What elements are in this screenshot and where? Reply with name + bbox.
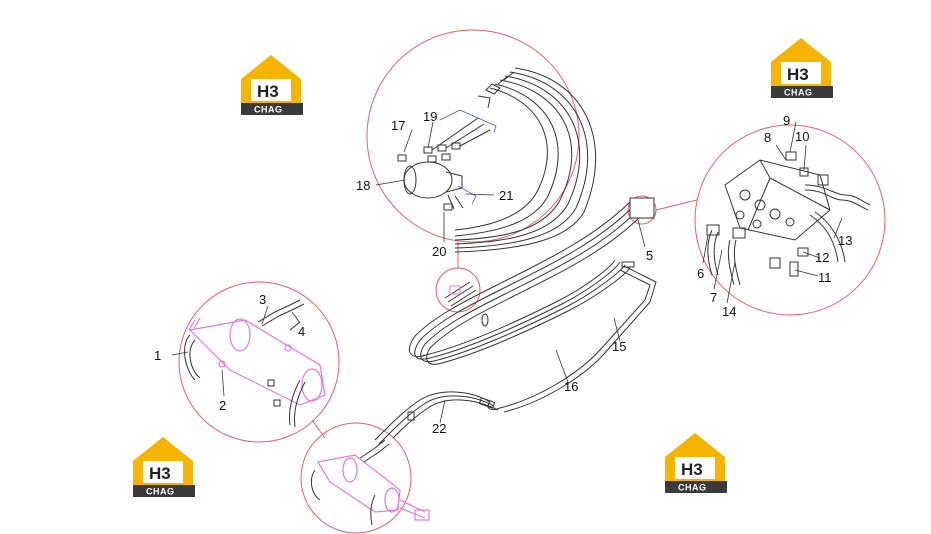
logo-text: CHAG xyxy=(146,487,175,497)
logo-mark: H3 xyxy=(257,82,279,101)
callout-11: 11 xyxy=(818,270,832,285)
detail-circle-cylinder-lower xyxy=(300,422,412,534)
callout-5: 5 xyxy=(646,248,653,263)
detail-circle-cylinder-upper xyxy=(178,281,340,443)
logo-watermark: H3 CHAG xyxy=(133,437,195,497)
callouts: 1 2 3 4 5 6 7 8 9 10 11 12 13 14 15 16 1… xyxy=(154,109,852,436)
callout-20: 20 xyxy=(432,244,446,259)
logo-mark: H3 xyxy=(787,65,809,84)
logo-watermark: H3 CHAG xyxy=(665,433,727,493)
logo-mark: H3 xyxy=(149,464,171,483)
logo-mark: H3 xyxy=(681,460,703,479)
cylinder-lower xyxy=(317,454,430,521)
callout-16: 16 xyxy=(564,379,578,394)
callout-3: 3 xyxy=(259,292,266,307)
callout-18: 18 xyxy=(356,178,370,193)
callout-15: 15 xyxy=(612,339,626,354)
detail-circle-accumulator xyxy=(366,29,580,243)
callout-8: 8 xyxy=(764,130,771,145)
callout-17: 17 xyxy=(391,118,405,133)
leader-lines xyxy=(171,121,843,424)
logo-watermark: H3 CHAG xyxy=(241,55,303,115)
detail-circle-valve xyxy=(694,124,886,316)
callout-4: 4 xyxy=(298,324,305,339)
connector-line xyxy=(655,199,698,211)
valve-assembly xyxy=(706,151,871,286)
callout-13: 13 xyxy=(838,233,852,248)
callout-21: 21 xyxy=(499,188,513,203)
logo-text: CHAG xyxy=(254,105,283,115)
cylinder-upper xyxy=(188,317,326,406)
callout-9: 9 xyxy=(783,113,790,128)
small-circle-contents xyxy=(444,281,477,307)
callout-6: 6 xyxy=(697,266,704,281)
logo-text: CHAG xyxy=(784,88,813,98)
callout-2: 2 xyxy=(219,398,226,413)
hose-routing xyxy=(374,197,657,445)
callout-22: 22 xyxy=(432,421,446,436)
accumulator-assembly xyxy=(397,67,597,253)
callout-19: 19 xyxy=(423,109,437,124)
logo-watermark: H3 CHAG xyxy=(771,38,833,98)
callout-10: 10 xyxy=(795,129,809,144)
callout-14: 14 xyxy=(722,304,736,319)
callout-7: 7 xyxy=(710,290,717,305)
callout-1: 1 xyxy=(154,348,161,363)
callout-12: 12 xyxy=(815,250,829,265)
accumulator-body xyxy=(403,161,453,199)
connector-line xyxy=(311,419,326,439)
logo-text: CHAG xyxy=(678,483,707,493)
